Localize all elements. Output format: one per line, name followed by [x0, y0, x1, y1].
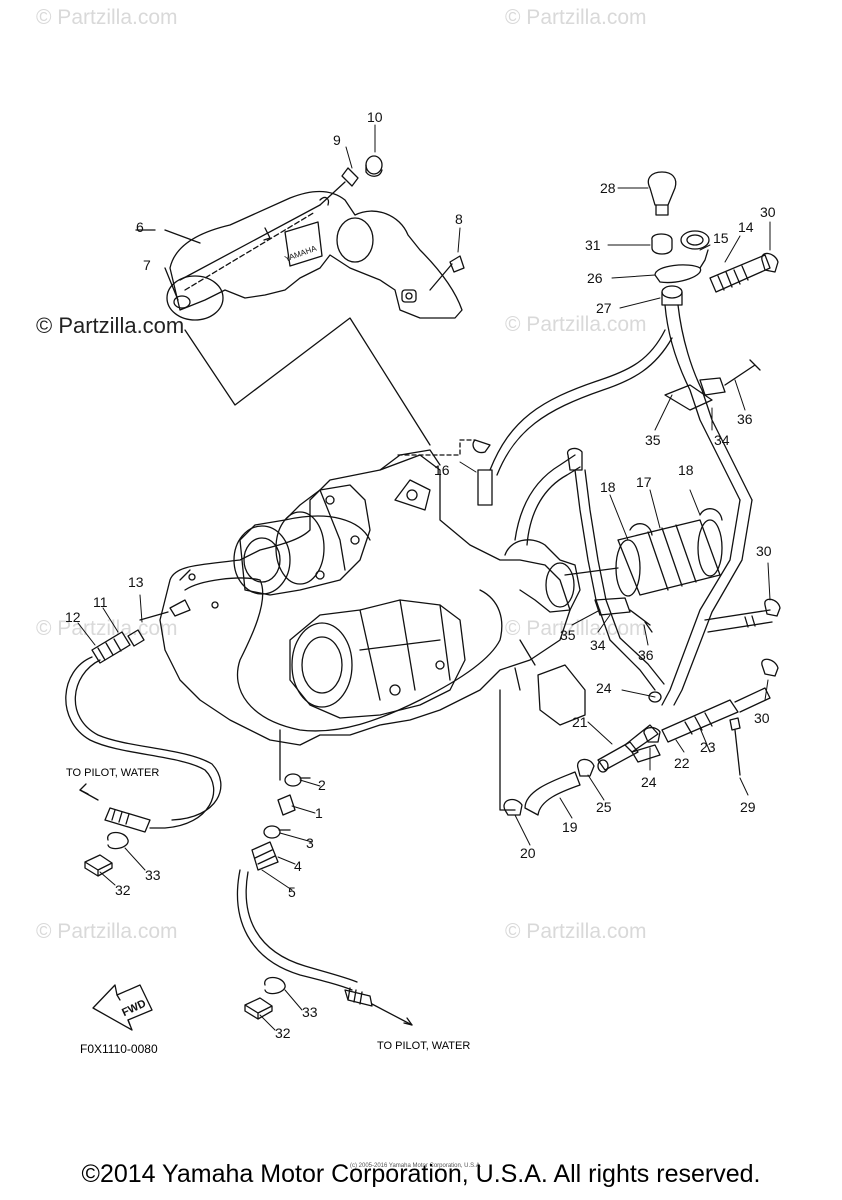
leader-dashed: [397, 439, 476, 456]
callout-30b: 30: [756, 543, 772, 559]
footer-copyright: ©2014 Yamaha Motor Corporation, U.S.A. A…: [81, 1160, 761, 1188]
clip-8: [429, 255, 465, 291]
callout-7: 7: [143, 257, 151, 273]
callout-30c: 30: [754, 710, 770, 726]
callout-20: 20: [520, 845, 536, 861]
strap-29: [729, 717, 741, 776]
callout-4: 4: [294, 858, 302, 874]
bolt-9: [319, 155, 383, 206]
clip-32: [84, 854, 113, 877]
callout-24: 24: [596, 680, 612, 696]
joint-21: [597, 691, 662, 773]
callout-3: 3: [306, 835, 314, 851]
callout-8: 8: [455, 211, 463, 227]
watermark: © Partzilla.com: [36, 6, 178, 29]
watermark: © Partzilla.com: [505, 313, 647, 336]
callout-25: 25: [596, 799, 612, 815]
callout-17: 17: [636, 474, 652, 490]
callout-14: 14: [738, 219, 754, 235]
watermark: © Partzilla.com: [505, 6, 647, 29]
callout-32: 32: [115, 882, 131, 898]
callout-33b: 33: [302, 1004, 318, 1020]
watermark-main: © Partzilla.com: [36, 313, 185, 338]
callout-27: 27: [596, 300, 612, 316]
callout-18b: 18: [678, 462, 694, 478]
note-to-pilot-bottom: TO PILOT, WATER: [377, 1040, 471, 1052]
callout-34: 34: [714, 432, 730, 448]
note-to-pilot-left: TO PILOT, WATER: [66, 767, 160, 779]
callout-numbers: 10 9 8 6 7 28 30 14 15 31 26 27 36 35 34…: [65, 109, 776, 1041]
callout-22: 22: [674, 755, 690, 771]
callout-23: 23: [700, 739, 716, 755]
fitting: [169, 599, 191, 617]
clip-lower: [594, 597, 653, 633]
callout-30: 30: [760, 204, 776, 220]
callout-2: 2: [318, 777, 326, 793]
callout-35: 35: [645, 432, 661, 448]
brand-text: YAMAHA: [283, 244, 318, 264]
leader-cover: [184, 317, 431, 446]
fwd-arrow-icon: [92, 984, 153, 1031]
callout-11: 11: [93, 594, 108, 610]
callout-leaders: [77, 124, 771, 1031]
callout-19: 19: [562, 819, 578, 835]
callout-5: 5: [288, 884, 296, 900]
box: [537, 664, 586, 726]
callout-28: 28: [600, 180, 616, 196]
exhaust-cover: [166, 190, 463, 321]
callout-9: 9: [333, 132, 341, 148]
clamp-30: [761, 252, 779, 273]
hose-12: [65, 629, 222, 833]
callout-35b: 35: [560, 627, 576, 643]
callout-26: 26: [587, 270, 603, 286]
callout-36: 36: [737, 411, 753, 427]
hose-22-23: [643, 687, 771, 743]
watermark: © Partzilla.com: [505, 920, 647, 943]
callout-15: 15: [713, 230, 729, 246]
callout-12: 12: [65, 609, 81, 625]
callout-34b: 34: [590, 637, 606, 653]
callout-18: 18: [600, 479, 616, 495]
watermark: © Partzilla.com: [505, 617, 647, 640]
clamp-30: [764, 598, 781, 617]
callout-31: 31: [585, 237, 601, 253]
clamp-30: [761, 658, 779, 677]
flex-joint-17: [564, 508, 723, 597]
clip-32: [244, 997, 273, 1020]
callout-33: 33: [145, 867, 161, 883]
callout-10: 10: [367, 109, 383, 125]
watermark: © Partzilla.com: [36, 920, 178, 943]
callout-1: 1: [315, 805, 323, 821]
filler-hose: [647, 171, 771, 706]
figure-code: F0X1110-0080: [80, 1042, 158, 1056]
callout-21: 21: [572, 714, 588, 730]
callout-6: 6: [136, 219, 144, 235]
hose-19: [503, 758, 595, 816]
leader-6-7: [135, 229, 201, 301]
fittings-1-5: [236, 729, 413, 1026]
clamp-33: [107, 831, 129, 850]
callout-13: 13: [128, 574, 144, 590]
tiny-copyright: (c) 2005-2016 Yamaha Motor Corporation, …: [350, 1163, 482, 1169]
callout-36b: 36: [638, 647, 654, 663]
clamp-33: [264, 976, 286, 995]
callout-32b: 32: [275, 1025, 291, 1041]
callout-29: 29: [740, 799, 756, 815]
fwd-label: FWD: [120, 998, 148, 1019]
callout-16: 16: [434, 462, 450, 478]
watermark: © Partzilla.com: [36, 617, 178, 640]
callout-24b: 24: [641, 774, 657, 790]
exhaust-body: [159, 449, 581, 746]
